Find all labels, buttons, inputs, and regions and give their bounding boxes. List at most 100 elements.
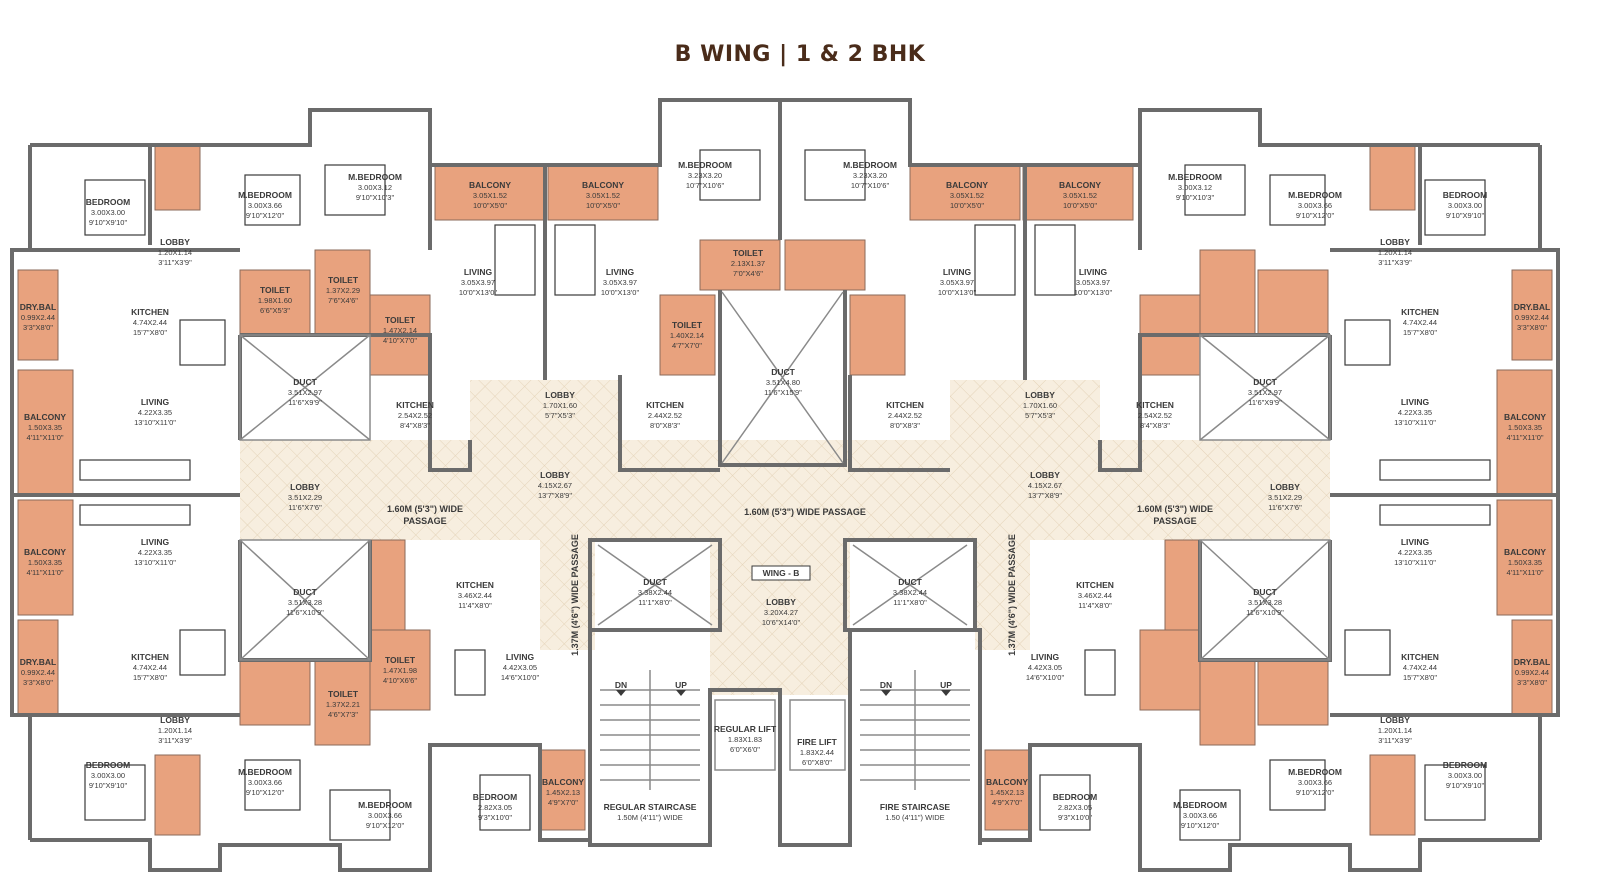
bedroom-tl-dim1: 3.00X3.00: [91, 208, 125, 217]
lobby-m2-dim1: 4.15X2.67: [538, 481, 572, 490]
kitchen-c2-label: KITCHEN 2.44X2.52 8'0"X8'3": [646, 400, 684, 430]
toilet-1-dim2: 6'6"X5'3": [260, 306, 290, 315]
furniture: [79, 149, 1491, 841]
toilet-1-label: TOILET 1.98X1.60 6'6"X5'3": [258, 285, 292, 315]
balcony-r1-dim1: 1.50X3.35: [1508, 423, 1542, 432]
stair-regular-label: REGULAR STAIRCASE 1.50M (4'11") WIDE: [604, 802, 697, 822]
stair-fire-name: FIRE STAIRCASE: [880, 802, 951, 812]
mbedroom-bl1-name: M.BEDROOM: [238, 767, 292, 777]
balcony-bc2-name: BALCONY: [986, 777, 1028, 787]
mbedroom-br1-label: M.BEDROOM 3.00X3.66 9'10"X12'0": [1173, 800, 1227, 830]
bedroom-bc1-label: BEDROOM 2.82X3.05 9'3"X10'0": [473, 792, 517, 822]
balcony-tr1-name: BALCONY: [946, 180, 988, 190]
living-t4-dim2: 10'0"X13'0": [1074, 288, 1113, 297]
duct-r1-dim2: 11'6"X9'9": [1248, 398, 1282, 407]
duct-bl-dim2: 11'6"X10'9": [286, 608, 324, 617]
drybal-br-name: DRY.BAL: [1514, 657, 1551, 667]
toilet-3-name: TOILET: [385, 315, 416, 325]
kitchen-c2-name: KITCHEN: [646, 400, 684, 410]
bedroom-bc1-dim2: 9'3"X10'0": [478, 813, 512, 822]
mbedroom-tl-name: M.BEDROOM: [238, 190, 292, 200]
lobby-m3-dim2: 13'7"X8'9": [1028, 491, 1062, 500]
passage-l-label: 1.60M (5'3") WIDE PASSAGE: [387, 504, 463, 526]
bedroom-br-name: BEDROOM: [1443, 760, 1487, 770]
kitchen-c1-label: KITCHEN 2.54X2.52 8'4"X8'3": [396, 400, 434, 430]
toilet-5-name: TOILET: [733, 248, 764, 258]
mbedroom-tl2-dim1: 3.00X3.12: [358, 183, 392, 192]
lobby-center-label: LOBBY 3.20X4.27 10'6"X14'0": [762, 597, 801, 627]
living-t3-label: LIVING 3.05X3.97 10'0"X13'0": [938, 267, 977, 297]
balcony-tl-dim1: 3.05X1.52: [473, 191, 507, 200]
kitchen-c4-label: KITCHEN 2.54X2.52 8'4"X8'3": [1136, 400, 1174, 430]
bedroom-br-dim2: 9'10"X9'10": [1446, 781, 1485, 790]
living-bc2-label: LIVING 4.42X3.05 14'6"X10'0": [1026, 652, 1065, 682]
balcony-tr2-label: BALCONY 3.05X1.52 10'0"X5'0": [1059, 180, 1101, 210]
drybal-r1-dim2: 3'3"X8'0": [1517, 323, 1547, 332]
mbedroom-br1-dim1: 3.00X3.66: [1183, 811, 1217, 820]
duct-l1-name: DUCT: [293, 377, 317, 387]
lobby-br-name: LOBBY: [1380, 715, 1410, 725]
lift-regular-label: REGULAR LIFT 1.83X1.83 6'0"X6'0": [714, 724, 777, 754]
balcony-bc1-dim1: 1.45X2.13: [546, 788, 580, 797]
duct-r1-label: DUCT 3.51X2.97 11'6"X9'9": [1248, 377, 1282, 407]
duct-bc2-name: DUCT: [898, 577, 922, 587]
mbedroom-tr1-label: M.BEDROOM 3.00X3.12 9'10"X10'3": [1168, 172, 1222, 202]
living-t4-dim1: 3.05X3.97: [1076, 278, 1110, 287]
toilet-5-dim1: 2.13X1.37: [731, 259, 765, 268]
bedroom-bc2-dim2: 9'3"X10'0": [1058, 813, 1092, 822]
mbedroom-bl2-name: M.BEDROOM: [358, 800, 412, 810]
living-r1-dim1: 4.22X3.35: [1398, 408, 1432, 417]
lobby-c2-dim1: 1.70X1.60: [1023, 401, 1057, 410]
bedroom-tl-label: BEDROOM 3.00X3.00 9'10"X9'10": [86, 197, 130, 227]
lobby-tr-label: LOBBY 1.20X1.14 3'11"X3'9": [1378, 237, 1412, 267]
stair-regular-dim1: 1.50M (4'11") WIDE: [617, 813, 683, 822]
kitchen-l1-dim2: 15'7"X8'0": [133, 328, 167, 337]
kitchen-br-dim2: 15'7"X8'0": [1403, 673, 1437, 682]
toilet-2-dim1: 1.37X2.29: [326, 286, 360, 295]
lobby-m2-dim2: 13'7"X8'9": [538, 491, 572, 500]
living-bc2-dim1: 4.42X3.05: [1028, 663, 1062, 672]
mbedroom-br2-name: M.BEDROOM: [1288, 767, 1342, 777]
balcony-bc2-dim1: 1.45X2.13: [990, 788, 1024, 797]
duct-br-label: DUCT 3.51X3.28 11'6"X10'9": [1246, 587, 1284, 617]
lobby-m2-name: LOBBY: [540, 470, 570, 480]
living-bc2-dim2: 14'6"X10'0": [1026, 673, 1065, 682]
toilet-4-label: TOILET 1.40X2.14 4'7"X7'0": [670, 320, 704, 350]
living-r1-name: LIVING: [1401, 397, 1430, 407]
mbedroom-tc1-label: M.BEDROOM 3.23X3.20 10'7"X10'6": [678, 160, 732, 190]
balcony-bl-dim1: 1.50X3.35: [28, 558, 62, 567]
mbedroom-tl-dim1: 3.00X3.66: [248, 201, 282, 210]
lobby-m3-label: LOBBY 4.15X2.67 13'7"X8'9": [1028, 470, 1062, 500]
page-title: B WING | 1 & 2 BHK: [674, 42, 926, 67]
balcony-br-name: BALCONY: [1504, 547, 1546, 557]
drybal-bl-name: DRY.BAL: [20, 657, 57, 667]
toilet-4-dim1: 1.40X2.14: [670, 331, 704, 340]
kitchen-bl-dim1: 4.74X2.44: [133, 663, 167, 672]
living-t1-name: LIVING: [464, 267, 493, 277]
balcony-bc2-dim2: 4'9"X7'0": [992, 798, 1022, 807]
toilet-6-name: TOILET: [385, 655, 416, 665]
balcony-br-dim2: 4'11"X11'0": [1506, 568, 1543, 577]
kitchen-bl-label: KITCHEN 4.74X2.44 15'7"X8'0": [131, 652, 169, 682]
wing-tag-box: [751, 565, 811, 581]
lobby-bl-dim1: 1.20X1.14: [158, 726, 192, 735]
duct-br-name: DUCT: [1253, 587, 1277, 597]
balcony-bc1-label: BALCONY 1.45X2.13 4'9"X7'0": [542, 777, 584, 807]
kitchen-br-label: KITCHEN 4.74X2.44 15'7"X8'0": [1401, 652, 1439, 682]
living-bc2-name: LIVING: [1031, 652, 1060, 662]
lobby-bl-label: LOBBY 1.20X1.14 3'11"X3'9": [158, 715, 192, 745]
duct-c-name: DUCT: [771, 367, 795, 377]
passage-r-line2: PASSAGE: [1153, 516, 1196, 526]
toilet-7-dim1: 1.37X2.21: [326, 700, 360, 709]
duct-l1-dim2: 11'6"X9'9": [288, 398, 322, 407]
mbedroom-br1-name: M.BEDROOM: [1173, 800, 1227, 810]
mbedroom-bl1-dim2: 9'10"X12'0": [246, 788, 285, 797]
mbedroom-bl1-label: M.BEDROOM 3.00X3.66 9'10"X12'0": [238, 767, 292, 797]
kitchen-bl-dim2: 15'7"X8'0": [133, 673, 167, 682]
bedroom-bc2-name: BEDROOM: [1053, 792, 1097, 802]
lobby-tl-dim2: 3'11"X3'9": [158, 258, 192, 267]
mbedroom-br2-dim2: 9'10"X12'0": [1296, 788, 1335, 797]
kitchen-br-name: KITCHEN: [1401, 652, 1439, 662]
lobby-c1-label: LOBBY 1.70X1.60 5'7"X5'3": [543, 390, 577, 420]
duct-bc2-dim2: 11'1"X8'0": [893, 598, 927, 607]
